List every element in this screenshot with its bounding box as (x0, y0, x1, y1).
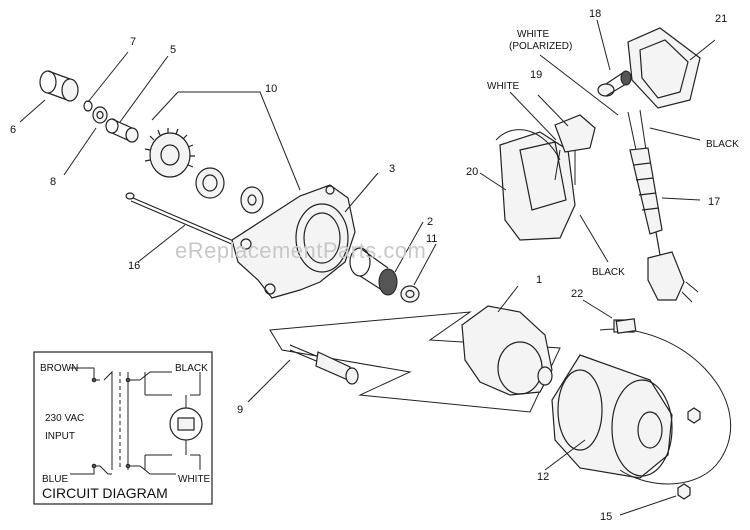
label-white: WHITE (487, 81, 520, 92)
part-12-motor (551, 319, 732, 485)
callout-22: 22 (571, 288, 583, 300)
part-17-power-cord (627, 109, 699, 303)
cd-label-input-1: 230 VAC (45, 413, 84, 424)
circuit-diagram: BROWN BLACK 230 VAC INPUT BLUE WHITE CIR… (33, 351, 213, 505)
part-16-long-screw (125, 192, 251, 252)
part-6-end-cap (39, 70, 79, 102)
label-black-switch: BLACK (592, 267, 625, 278)
part-21-handle-cover (627, 27, 701, 109)
part-8-washer (92, 106, 108, 124)
part-15-screws (677, 407, 701, 500)
part-10-gear-assembly (144, 128, 264, 214)
part-20-switch-housing (495, 129, 576, 241)
cd-label-white: WHITE (178, 474, 211, 485)
part-18-strain-relief (597, 70, 632, 97)
callout-20: 20 (466, 166, 478, 178)
part-11-nut (400, 285, 420, 303)
callout-15: 15 (600, 511, 612, 523)
callout-10: 10 (265, 83, 277, 95)
part-19-switch (554, 114, 596, 185)
callout-18: 18 (589, 8, 601, 20)
callout-1: 1 (536, 274, 542, 286)
part-7-retaining-clip (83, 100, 93, 112)
label-black-plug: BLACK (706, 139, 739, 150)
wire-labels: WHITE (POLARIZED) WHITE BLACK BLACK (487, 29, 739, 278)
watermark: eReplacementParts.com (175, 238, 426, 263)
cd-label-brown: BROWN (40, 363, 78, 374)
part-2-sleeve (349, 247, 398, 296)
cd-label-black: BLACK (175, 363, 208, 374)
cd-label-blue: BLUE (42, 474, 68, 485)
cd-schematic (70, 367, 203, 475)
callout-21: 21 (715, 13, 727, 25)
leader-lines (19, 19, 716, 516)
part-22-connector (615, 318, 637, 334)
callout-16: 16 (128, 260, 140, 272)
label-white-polarized-line2: (POLARIZED) (509, 41, 572, 52)
callout-7: 7 (130, 36, 136, 48)
callout-numbers: 1 2 3 5 6 7 8 9 10 11 12 15 16 17 18 19 … (10, 8, 727, 523)
part-5-bushing (105, 118, 139, 143)
cd-label-input-2: INPUT (45, 431, 75, 442)
part-1-brush-holder (461, 305, 553, 396)
callout-3: 3 (389, 163, 395, 175)
part-9-armature-shaft (269, 311, 561, 413)
callout-5: 5 (170, 44, 176, 56)
callout-9: 9 (237, 404, 243, 416)
part-3-gear-housing (231, 184, 356, 299)
callout-6: 6 (10, 124, 16, 136)
callout-12: 12 (537, 471, 549, 483)
callout-19: 19 (530, 69, 542, 81)
callout-2: 2 (427, 216, 433, 228)
callout-17: 17 (708, 196, 720, 208)
callout-8: 8 (50, 176, 56, 188)
cd-title: CIRCUIT DIAGRAM (42, 485, 168, 501)
label-white-polarized-line1: WHITE (517, 29, 550, 40)
callout-11: 11 (426, 233, 437, 245)
